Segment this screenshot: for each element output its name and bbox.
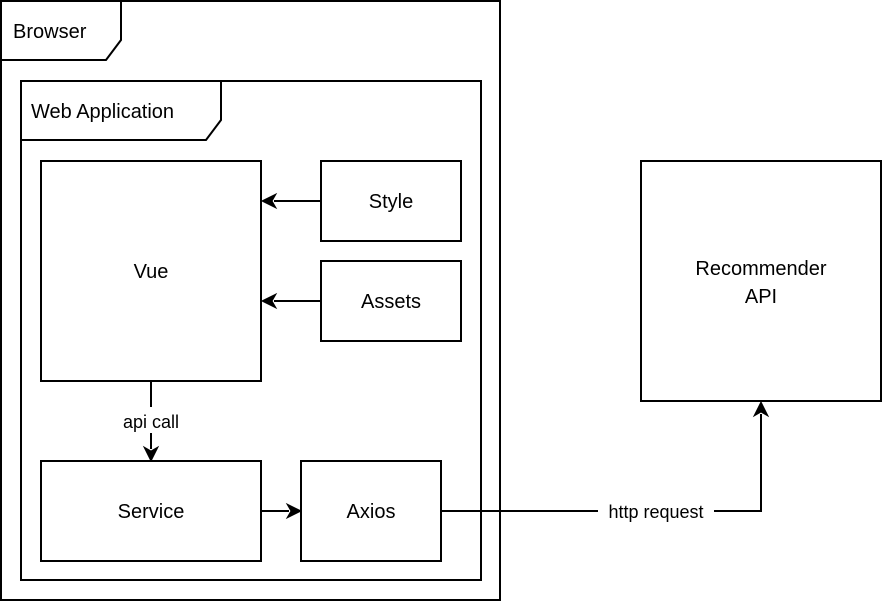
arrowhead-axios-to-recommender	[752, 400, 770, 418]
axios-node: Axios	[300, 460, 442, 562]
vue-label: Vue	[134, 261, 169, 283]
api-call-label: api call	[123, 412, 179, 432]
arrowhead-service-to-axios	[285, 502, 303, 520]
axios-label: Axios	[347, 501, 396, 523]
edge-vue-to-service: api call	[123, 381, 179, 463]
vue-node: Vue	[40, 160, 262, 382]
edge-style-to-vue	[260, 192, 321, 210]
browser-frame-label: Browser	[13, 21, 87, 43]
style-node: Style	[320, 160, 462, 242]
arrowhead-vue-to-service	[142, 445, 160, 463]
edge-axios-to-recommender: http request	[441, 400, 770, 522]
recommender-api-label-line2: API	[745, 286, 777, 308]
edge-assets-to-vue	[260, 292, 321, 310]
assets-node: Assets	[320, 260, 462, 342]
http-request-label: http request	[608, 502, 703, 522]
recommender-api-node: Recommender API	[640, 160, 882, 402]
service-label: Service	[118, 501, 185, 523]
service-node: Service	[40, 460, 262, 562]
edge-service-to-axios	[261, 502, 303, 520]
web-application-frame-label: Web Application	[31, 101, 174, 123]
style-label: Style	[369, 191, 413, 213]
arrowhead-style-to-vue	[260, 192, 278, 210]
recommender-api-label-line1: Recommender	[695, 258, 827, 280]
assets-label: Assets	[361, 291, 421, 313]
arrowhead-assets-to-vue	[260, 292, 278, 310]
